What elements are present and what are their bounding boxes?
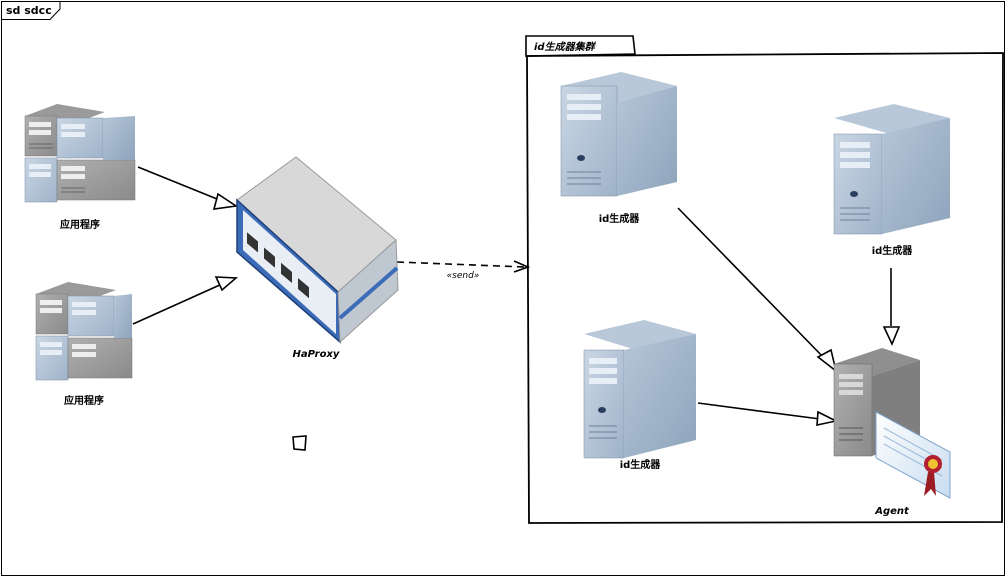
- id-generator-node-1[interactable]: id生成器: [560, 72, 677, 225]
- edges: [132, 166, 901, 427]
- gen3-label: id生成器: [620, 458, 662, 471]
- edge-gen3-agent: [697, 402, 821, 420]
- app2-label: 应用程序: [64, 394, 104, 407]
- edge-gen2-agent-arrowhead: [882, 326, 901, 346]
- haproxy-label: HaProxy: [293, 349, 340, 360]
- edge-gen1-agent-arrowhead: [816, 348, 838, 374]
- haproxy-node[interactable]: HaProxy: [236, 156, 399, 360]
- edge-send-label: «send»: [447, 271, 480, 281]
- gen1-label: id生成器: [599, 212, 641, 225]
- edge-haproxy-cluster-arrowhead: [513, 260, 531, 273]
- id-generator-node-3[interactable]: id生成器: [583, 320, 696, 471]
- agent-node[interactable]: Agent: [833, 348, 951, 517]
- edge-gen1-agent: [677, 207, 827, 361]
- server-tower-icon: [560, 72, 677, 197]
- gen2-label: id生成器: [872, 244, 914, 257]
- edge-app2-haproxy-arrowhead: [214, 276, 239, 292]
- edge-app2-haproxy: [132, 283, 223, 325]
- app-server-rack-1[interactable]: 应用程序: [24, 104, 136, 231]
- small-note-shape: [292, 435, 307, 451]
- server-tower-icon: [583, 320, 696, 459]
- agent-label: Agent: [874, 506, 910, 517]
- server-rack-icon: [24, 104, 136, 203]
- edge-haproxy-cluster: [396, 261, 526, 268]
- certificate-server-icon: [833, 348, 951, 499]
- frame-title: sd sdcc: [6, 4, 52, 17]
- app-server-rack-2[interactable]: 应用程序: [35, 282, 133, 407]
- server-rack-icon: [35, 282, 133, 381]
- edge-app1-haproxy: [137, 166, 223, 202]
- app1-label: 应用程序: [60, 218, 100, 231]
- edge-app1-haproxy-arrowhead: [212, 192, 239, 210]
- network-switch-icon: [236, 156, 399, 344]
- id-generator-node-2[interactable]: id生成器: [833, 104, 950, 257]
- server-tower-icon: [833, 104, 950, 235]
- cluster-package[interactable]: id生成器集群: [525, 35, 1004, 524]
- package-title: id生成器集群: [534, 41, 597, 53]
- edge-gen3-agent-arrowhead: [816, 410, 839, 427]
